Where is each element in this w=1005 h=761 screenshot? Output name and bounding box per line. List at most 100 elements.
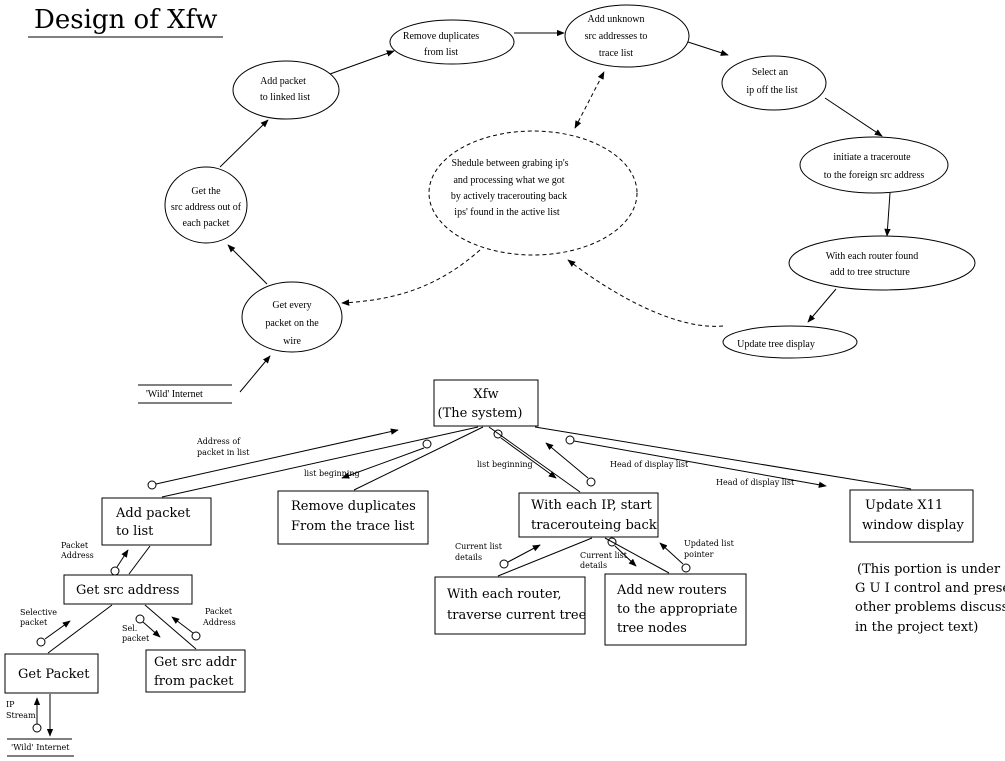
- update-x11-line-1: Update X11: [865, 498, 943, 513]
- label-head-display-2: Head of display list: [716, 478, 795, 487]
- box-add-routers: [604, 573, 747, 646]
- get-src-addr-line-1: Get src addr: [154, 655, 237, 670]
- remove-dup-box-line-2: From the trace list: [291, 519, 415, 534]
- node-add-unknown: [564, 4, 690, 68]
- box-with-each-ip: [518, 492, 659, 538]
- schedule-line-4: ips' found in the active list: [454, 207, 560, 218]
- box-get-src: [63, 574, 193, 605]
- node-remove-duplicates: [389, 19, 515, 65]
- label-packet-address-2-a: Packet: [205, 607, 233, 616]
- label-list-beginning-2: list beginning: [477, 460, 533, 469]
- hierarchy-connectors: [7, 426, 912, 740]
- node-get-src-address: [164, 166, 248, 244]
- label-packet-address-1-b: Address: [60, 551, 94, 560]
- node-select-ip: [721, 55, 827, 111]
- label-current-list-2-b: details: [580, 561, 607, 570]
- initiate-traceroute-line-2: to the foreign src address: [824, 170, 925, 181]
- select-ip-line-2: ip off the list: [746, 85, 797, 96]
- add-packet-node-line-2: to linked list: [260, 92, 310, 103]
- schedule-line-3: by actively tracerouting back: [451, 191, 567, 202]
- add-routers-line-2: to the appropriate: [617, 602, 738, 617]
- hierarchy-box-text: Xfw (The system) Add packet to list Remo…: [18, 387, 1005, 689]
- cycle-arrows: [219, 29, 891, 393]
- label-head-display-1: Head of display list: [610, 460, 689, 469]
- add-unknown-line-2: src addresses to: [585, 31, 648, 42]
- label-selective-packet-b: packet: [20, 618, 48, 627]
- label-sel-packet-b: packet: [122, 634, 150, 643]
- gui-note-line-1: (This portion is under: [857, 562, 1001, 577]
- label-current-list-1-a: Current list: [455, 542, 503, 551]
- wild-internet-top: 'Wild' Internet: [146, 389, 203, 400]
- initiate-traceroute-line-1: initiate a traceroute: [833, 152, 911, 163]
- node-add-packet: [232, 60, 340, 120]
- add-routers-line-1: Add new routers: [616, 583, 727, 598]
- schedule-line-2: and processing what we got: [453, 175, 564, 186]
- gui-note-line-3: other problems discussed: [855, 600, 1005, 615]
- box-remove-dup: [277, 490, 429, 545]
- box-get-src-addr: [145, 649, 246, 693]
- get-src-address-line-2: src address out of: [171, 202, 242, 213]
- xfw-subtitle: (The system): [438, 406, 523, 421]
- update-tree-node-label: Update tree display: [737, 339, 815, 350]
- get-every-packet-line-1: Get every: [272, 300, 311, 311]
- label-address-of-packet-2: packet in list: [197, 448, 250, 457]
- node-get-every-packet: [241, 281, 343, 353]
- label-packet-address-1-a: Packet: [61, 541, 89, 550]
- label-ip-stream-b: Stream: [6, 711, 36, 720]
- get-every-packet-line-2: packet on the: [265, 318, 319, 329]
- with-each-ip-line-2: tracerouteing back: [531, 518, 657, 533]
- add-packet-box-line-2: to list: [116, 524, 154, 539]
- get-every-packet-line-3: wire: [283, 336, 301, 347]
- schedule-line-1: Shedule between grabing ip's: [451, 158, 568, 169]
- select-ip-line-1: Select an: [752, 67, 788, 78]
- with-each-router-line-1: With each router found: [826, 251, 919, 262]
- get-src-addr-line-2: from packet: [154, 674, 234, 689]
- add-packet-box-line-1: Add packet: [115, 506, 191, 521]
- node-with-each-router: [788, 235, 976, 291]
- gui-note-line-2: G U I control and presents: [855, 581, 1005, 596]
- box-get-packet: [4, 653, 99, 694]
- hierarchy-dataflows: [32, 428, 827, 733]
- flow-labels: Address of packet in list list beginning…: [6, 437, 795, 752]
- label-current-list-1-b: details: [455, 553, 482, 562]
- wild-internet-bottom: 'Wild' Internet: [11, 743, 70, 752]
- box-update-x11: [849, 489, 974, 543]
- cycle-text: Get every packet on the wire Get the src…: [146, 14, 924, 400]
- each-router-line-1: With each router,: [447, 587, 562, 602]
- label-packet-address-2-b: Address: [202, 618, 236, 627]
- get-src-address-line-3: each packet: [183, 218, 230, 229]
- label-ip-stream-a: IP: [6, 700, 15, 709]
- box-add-packet: [101, 497, 212, 546]
- get-src-address-line-1: Get the: [191, 186, 221, 197]
- add-unknown-line-1: Add unknown: [588, 14, 645, 25]
- gui-note-line-4: in the project text): [855, 620, 978, 635]
- node-schedule: [428, 130, 638, 256]
- label-current-list-2-a: Current list: [580, 551, 628, 560]
- label-address-of-packet-1: Address of: [196, 437, 241, 446]
- update-x11-line-2: window display: [862, 518, 964, 533]
- cycle-diagram: [164, 4, 976, 359]
- each-router-line-2: traverse current tree: [447, 608, 587, 623]
- get-src-box-label: Get src address: [76, 583, 179, 598]
- page-title: Design of Xfw: [34, 5, 217, 35]
- box-xfw: [433, 379, 539, 427]
- remove-dup-node-line-2: from list: [424, 47, 458, 58]
- node-update-tree: [722, 325, 858, 359]
- label-updated-list-b: pointer: [684, 550, 714, 559]
- label-updated-list-a: Updated list: [684, 539, 735, 548]
- label-selective-packet-a: Selective: [20, 608, 57, 617]
- label-sel-packet-a: Sel.: [122, 624, 137, 633]
- add-packet-node-line-1: Add packet: [260, 76, 306, 87]
- with-each-ip-line-1: With each IP, start: [531, 498, 653, 513]
- remove-dup-box-line-1: Remove duplicates: [291, 499, 416, 514]
- xfw-title: Xfw: [473, 387, 498, 402]
- add-routers-line-3: tree nodes: [617, 621, 687, 636]
- hierarchy-boxes: [4, 379, 974, 694]
- box-each-router: [434, 576, 586, 635]
- node-initiate-traceroute: [799, 136, 949, 194]
- get-packet-box-label: Get Packet: [18, 667, 90, 682]
- remove-dup-node-line-1: Remove duplicates: [403, 31, 479, 42]
- add-unknown-line-3: trace list: [599, 48, 633, 59]
- label-list-beginning-1: list beginning: [304, 469, 360, 478]
